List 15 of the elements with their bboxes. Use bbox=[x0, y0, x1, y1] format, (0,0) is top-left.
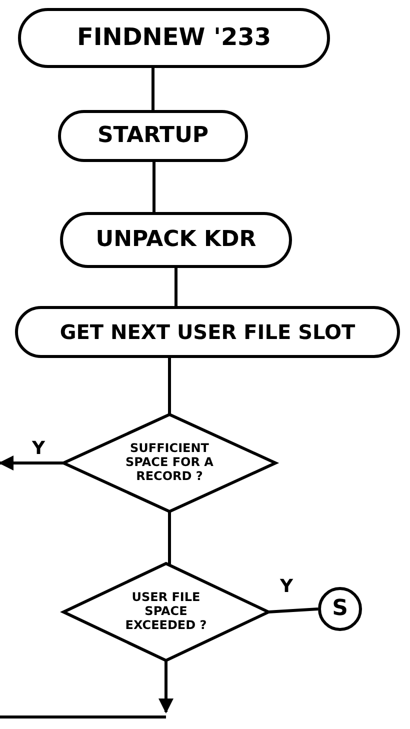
step-label: UNPACK KDR bbox=[96, 227, 256, 253]
connector-line bbox=[158, 660, 174, 714]
step-label: GET NEXT USER FILE SLOT bbox=[60, 320, 356, 344]
connector-label: S bbox=[332, 596, 348, 622]
connector-line bbox=[174, 268, 178, 306]
step-label: SUFFICIENT SPACE FOR A RECORD ? bbox=[124, 442, 214, 484]
connector-line bbox=[152, 68, 154, 110]
connector-line bbox=[268, 608, 318, 614]
connector-line bbox=[168, 511, 171, 564]
step-label: USER FILE SPACE EXCEEDED ? bbox=[124, 591, 208, 633]
step-label: STARTUP bbox=[97, 123, 209, 149]
step-label: FINDNEW '233 bbox=[76, 24, 272, 52]
connector-line bbox=[152, 162, 156, 212]
connector-line bbox=[0, 456, 64, 470]
connector-line bbox=[168, 358, 171, 415]
